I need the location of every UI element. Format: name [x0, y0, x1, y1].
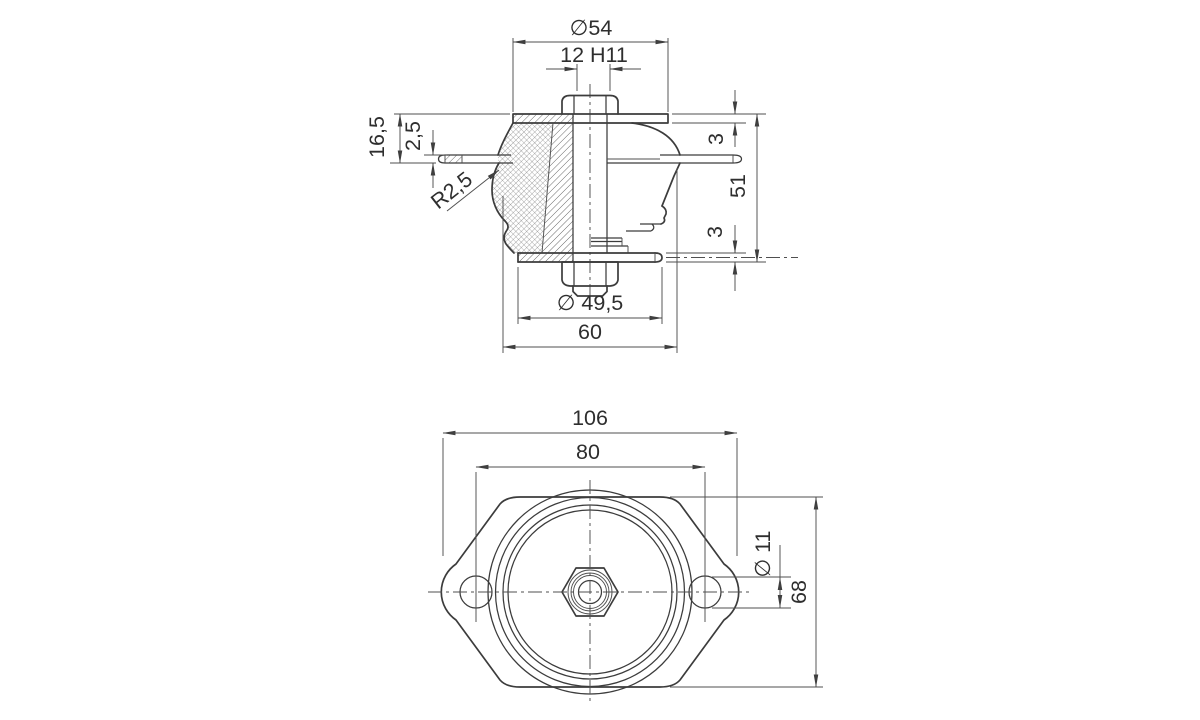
plan-view: 106 80 ∅ 11 68	[428, 406, 823, 704]
dim-flange-thickness: 2,5	[401, 121, 425, 151]
rubber-outline-lower	[491, 162, 515, 254]
stud-tip	[572, 285, 608, 297]
dim-dia-top-plate: ∅54	[570, 16, 613, 40]
bottom-plate-section-hatch	[518, 253, 573, 262]
rubber-outline-upper	[497, 122, 514, 156]
hex-head	[561, 94, 619, 115]
plan-hex-nut	[561, 567, 619, 617]
top-plate	[512, 113, 669, 124]
dim-hole-spacing: 80	[576, 440, 600, 464]
plan-dimensions: 106 80 ∅ 11 68	[442, 406, 823, 688]
cup-taper-profile	[661, 162, 681, 207]
core-sleeve-section-hatch	[542, 123, 573, 253]
hex-nut	[561, 261, 619, 287]
dim-top-plate-thickness: 3	[704, 133, 728, 145]
section-view: ∅54 12 H11 16,5 2,5 R2,5	[365, 16, 798, 353]
dim-overall-width: 68	[787, 580, 811, 604]
flange-tab-right-cap	[732, 154, 743, 164]
dim-bottom-plate-thickness: 3	[703, 226, 727, 238]
cup-lip-curve	[650, 223, 655, 232]
section-part-geometry	[437, 84, 798, 310]
top-plate-section-hatch	[513, 114, 574, 123]
dim-overall-height: 51	[726, 174, 750, 198]
dim-flange-height: 16,5	[365, 116, 389, 158]
plan-part-geometry	[428, 472, 753, 704]
flange-tab-section-hatch	[445, 155, 462, 163]
dim-dia-rubber-body: 60	[578, 320, 602, 344]
dim-hole-diameter: ∅ 11	[751, 530, 775, 577]
rubber-profile-right	[631, 122, 681, 156]
cup-bead-profile	[660, 205, 668, 225]
dim-dia-bottom-plate: ∅ 49,5	[557, 291, 624, 315]
dim-bore: 12 H11	[560, 43, 628, 67]
flange-tab-left-cap	[437, 154, 446, 164]
bottom-plate-right-cap	[654, 252, 663, 263]
flange-outline	[440, 496, 740, 688]
rubber-core-boundary	[541, 122, 554, 254]
dim-overall-length: 106	[572, 406, 608, 430]
